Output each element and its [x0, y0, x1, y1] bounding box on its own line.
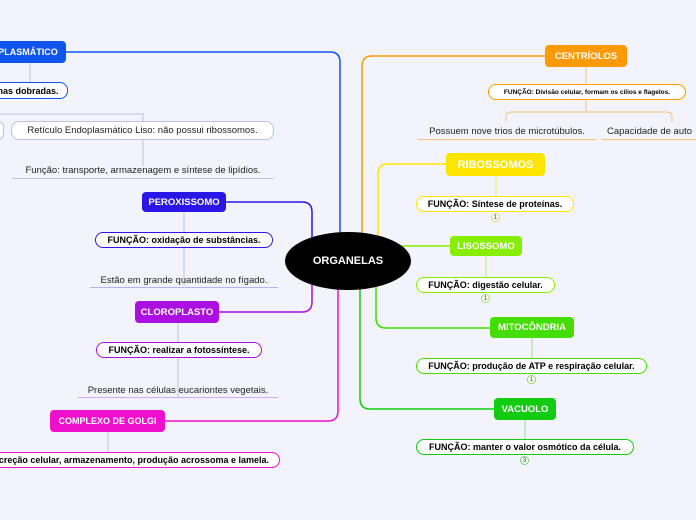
ribossomos-badge[interactable]: 1 — [491, 213, 500, 222]
reticulo-funcao-node[interactable]: Função: transporte, armazenagem e síntes… — [12, 162, 274, 179]
lisossomo-badge[interactable]: 1 — [481, 294, 490, 303]
golgi-funcao[interactable]: creção celular, armazenamento, produção … — [0, 452, 280, 468]
mitocondria-funcao[interactable]: FUNÇÃO: produção de ATP e respiração cel… — [416, 358, 647, 374]
topic-mitocondria[interactable]: MITOCÔNDRIA — [490, 317, 574, 338]
peroxissomo-funcao[interactable]: FUNÇÃO: oxidação de substâncias. — [95, 232, 273, 248]
topic-peroxissomo[interactable]: PEROXISSOMO — [142, 192, 226, 212]
lisossomo-funcao[interactable]: FUNÇÃO: digestão celular. — [416, 277, 555, 293]
vacuolo-funcao[interactable]: FUNÇÃO: manter o valor osmótico da célul… — [416, 439, 634, 455]
reticulo-liso-node[interactable]: Retículo Endoplasmático Liso: não possui… — [11, 121, 274, 140]
topic-ribossomos[interactable]: RIBOSSOMOS — [446, 153, 545, 176]
vacuolo-badge[interactable]: 3 — [520, 456, 529, 465]
topic-reticulo[interactable]: PLASMÁTICO — [0, 41, 66, 63]
centriolos-nota-capacidade[interactable]: Capacidade de auto — [602, 123, 696, 140]
peroxissomo-nota[interactable]: Estão em grande quantidade no fígado. — [90, 273, 278, 288]
cloroplasto-funcao[interactable]: FUNÇÃO: realizar a fotossíntese. — [96, 342, 262, 358]
central-topic[interactable]: ORGANELAS — [285, 232, 411, 290]
topic-vacuolo[interactable]: VACUOLO — [494, 398, 556, 420]
topic-cloroplasto[interactable]: CLOROPLASTO — [135, 301, 219, 323]
cloroplasto-nota[interactable]: Presente nas células eucariontes vegetai… — [78, 383, 278, 398]
topic-lisossomo[interactable]: LISOSSOMO — [450, 236, 522, 256]
mitocondria-badge[interactable]: 1 — [527, 375, 536, 384]
topic-centriolos[interactable]: CENTRÍOLOS — [545, 45, 627, 67]
ribossomos-funcao[interactable]: FUNÇÃO: Síntese de proteínas. — [416, 196, 574, 212]
topic-golgi[interactable]: COMPLEXO DE GOLGI — [50, 410, 165, 432]
reticulo-rugoso-node[interactable]: nas dobradas. — [0, 82, 68, 99]
centriolos-nota-microtubulos[interactable]: Possuem nove trios de microtúbulos. — [418, 123, 596, 140]
centriolos-funcao[interactable]: FUNÇÃO: Divisão celular, formam os cílio… — [488, 84, 686, 100]
